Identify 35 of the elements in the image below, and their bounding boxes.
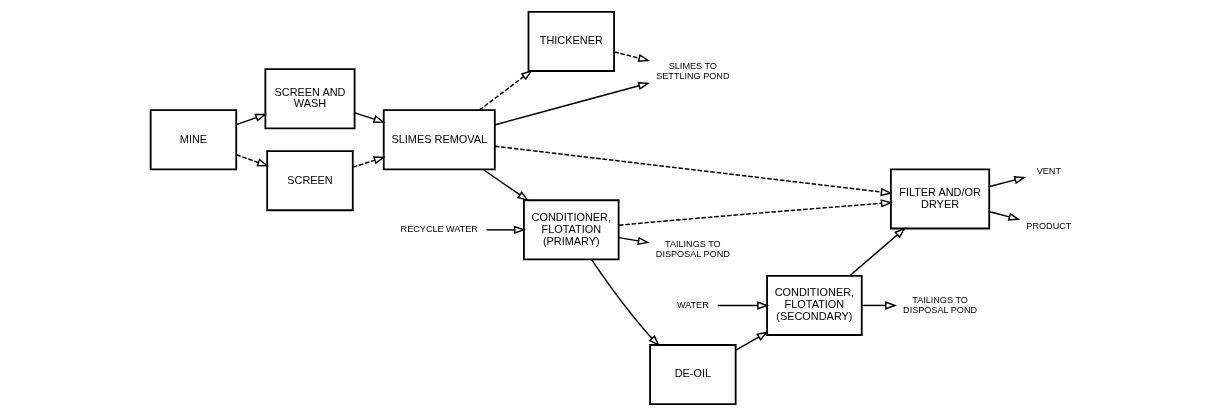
- arrow: [861, 301, 898, 310]
- node-box: CONDITIONER, FLOTATION (PRIMARY): [523, 199, 620, 261]
- arrow: [235, 154, 270, 167]
- node-text: TAILINGS TO DISPOSAL POND: [655, 239, 730, 260]
- arrow: [618, 236, 650, 245]
- arrow: [613, 51, 651, 63]
- arrow: [988, 210, 1021, 221]
- node-box: SLIMES REMOVAL: [382, 109, 496, 171]
- node-box: THICKENER: [527, 10, 615, 72]
- arrow: [494, 145, 893, 197]
- arrow: [485, 225, 527, 235]
- arrow: [354, 112, 386, 124]
- node-box: SCREEN: [266, 150, 354, 212]
- arrow: [482, 168, 530, 202]
- arrow: [494, 81, 651, 126]
- node-box: MINE: [149, 109, 238, 171]
- arrow: [352, 156, 386, 168]
- arrow: [618, 199, 893, 226]
- arrow: [590, 258, 660, 347]
- node-text: WATER: [676, 299, 709, 310]
- arrow: [849, 227, 907, 277]
- node-box: DE-OIL: [649, 344, 737, 406]
- arrow: [716, 301, 770, 310]
- node-text: TAILINGS TO DISPOSAL POND: [903, 294, 978, 315]
- node-box: CONDITIONER, FLOTATION (SECONDARY): [766, 274, 863, 336]
- node-box: SCREEN AND WASH: [264, 68, 356, 130]
- node-text: SLIMES TO SETTLING POND: [656, 60, 730, 81]
- node-box: FILTER AND/OR DRYER: [889, 168, 991, 230]
- node-text: PRODUCT: [1026, 221, 1072, 232]
- node-text: RECYCLE WATER: [400, 224, 478, 235]
- arrow: [478, 69, 533, 111]
- arrow: [735, 331, 769, 351]
- arrow: [988, 176, 1027, 188]
- arrow: [235, 113, 268, 126]
- node-text: VENT: [1036, 165, 1061, 176]
